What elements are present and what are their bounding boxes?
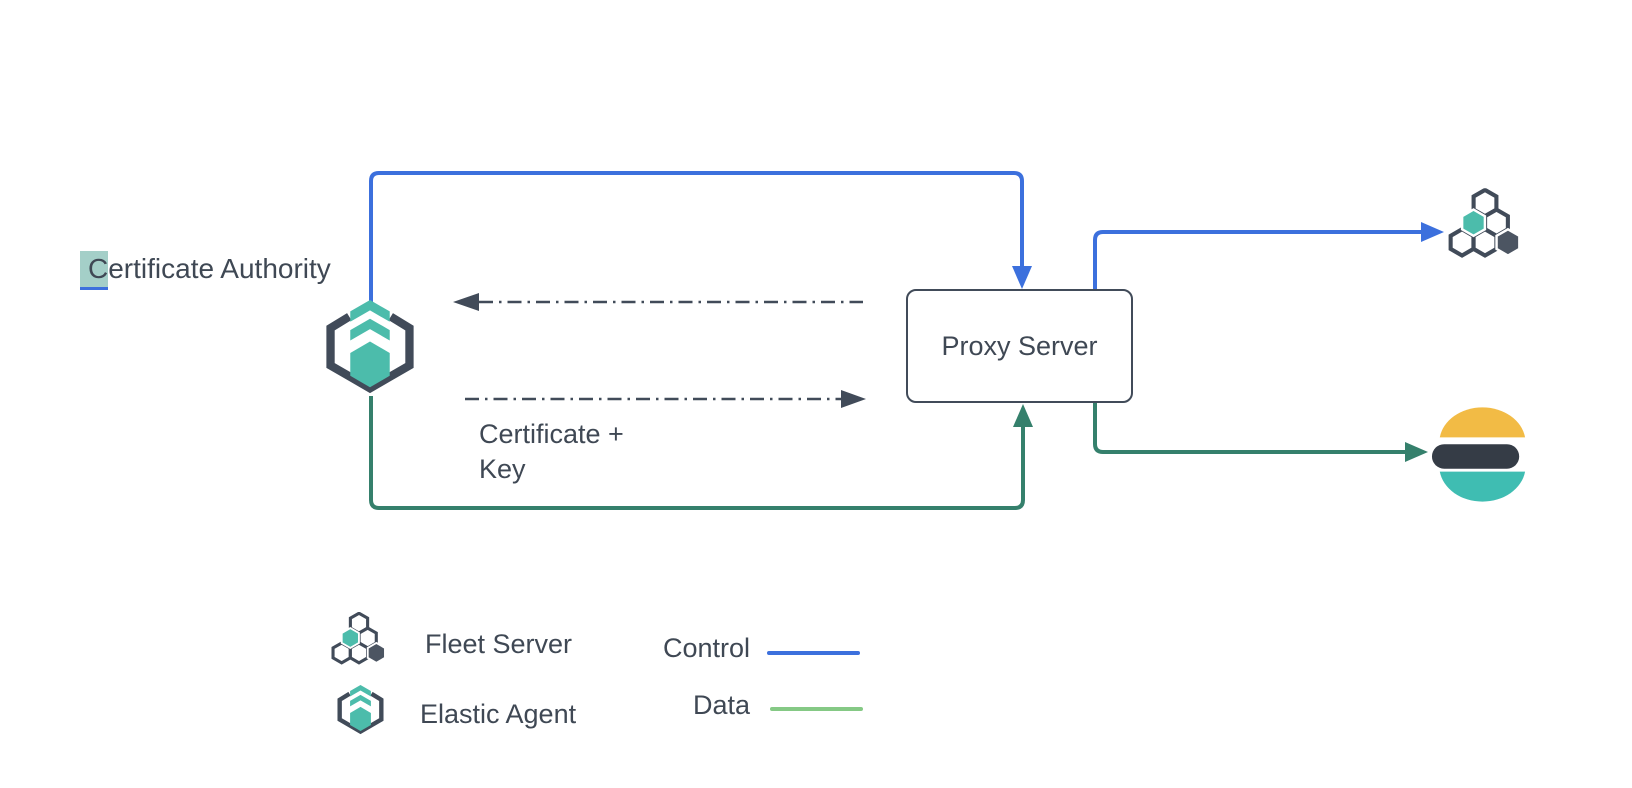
connector-data-proxy-to-elasticsearch[interactable] — [1093, 403, 1428, 462]
arrowhead-down-icon — [1012, 266, 1032, 289]
fleet-server-icon — [1444, 188, 1526, 264]
legend-data-label: Data — [692, 690, 750, 720]
legend-fleet-server-label: Fleet Server — [425, 629, 573, 659]
arrowhead-right-icon — [1421, 222, 1444, 242]
elasticsearch-node[interactable] — [1430, 400, 1528, 508]
fleet-server-node[interactable] — [1444, 188, 1526, 264]
proxy-server-node[interactable]: Proxy Server — [906, 289, 1133, 403]
arrowhead-left-icon — [453, 293, 479, 311]
arrowhead-right-icon — [1405, 442, 1428, 462]
certificate-key-line2: Key — [479, 454, 526, 484]
elastic-agent-icon — [318, 300, 422, 408]
certificate-authority-node[interactable] — [318, 300, 422, 408]
certificate-key-label[interactable]: Certificate + Key — [479, 417, 624, 487]
connector-control-agent-to-proxy[interactable] — [369, 171, 1032, 302]
legend-item-elastic-agent[interactable] — [333, 685, 388, 742]
elastic-agent-icon — [333, 685, 388, 742]
arrowhead-right-icon — [841, 390, 866, 408]
proxy-server-label: Proxy Server — [941, 330, 1098, 361]
certificate-key-line1: Certificate + — [479, 419, 624, 449]
elasticsearch-icon — [1430, 400, 1528, 508]
legend-data-line-swatch — [770, 707, 863, 711]
legend-elastic-agent-label: Elastic Agent — [420, 699, 577, 729]
selected-text-highlight: C — [80, 251, 109, 290]
fleet-server-icon — [328, 612, 390, 669]
certificate-authority-label[interactable]: Certificate Authority — [80, 251, 331, 290]
legend-item-fleet-server[interactable] — [328, 612, 390, 669]
connector-dashdot-proxy-to-agent[interactable] — [453, 293, 863, 311]
connector-control-proxy-to-fleet[interactable] — [1093, 222, 1444, 289]
legend-control-line-swatch — [767, 651, 860, 655]
legend-control-label: Control — [662, 633, 750, 663]
certificate-authority-label-rest: ertificate Authority — [108, 253, 331, 284]
connector-data-agent-to-proxy[interactable] — [369, 396, 1033, 510]
arrowhead-up-icon — [1013, 404, 1033, 427]
connector-dashdot-agent-to-proxy[interactable] — [465, 390, 866, 408]
